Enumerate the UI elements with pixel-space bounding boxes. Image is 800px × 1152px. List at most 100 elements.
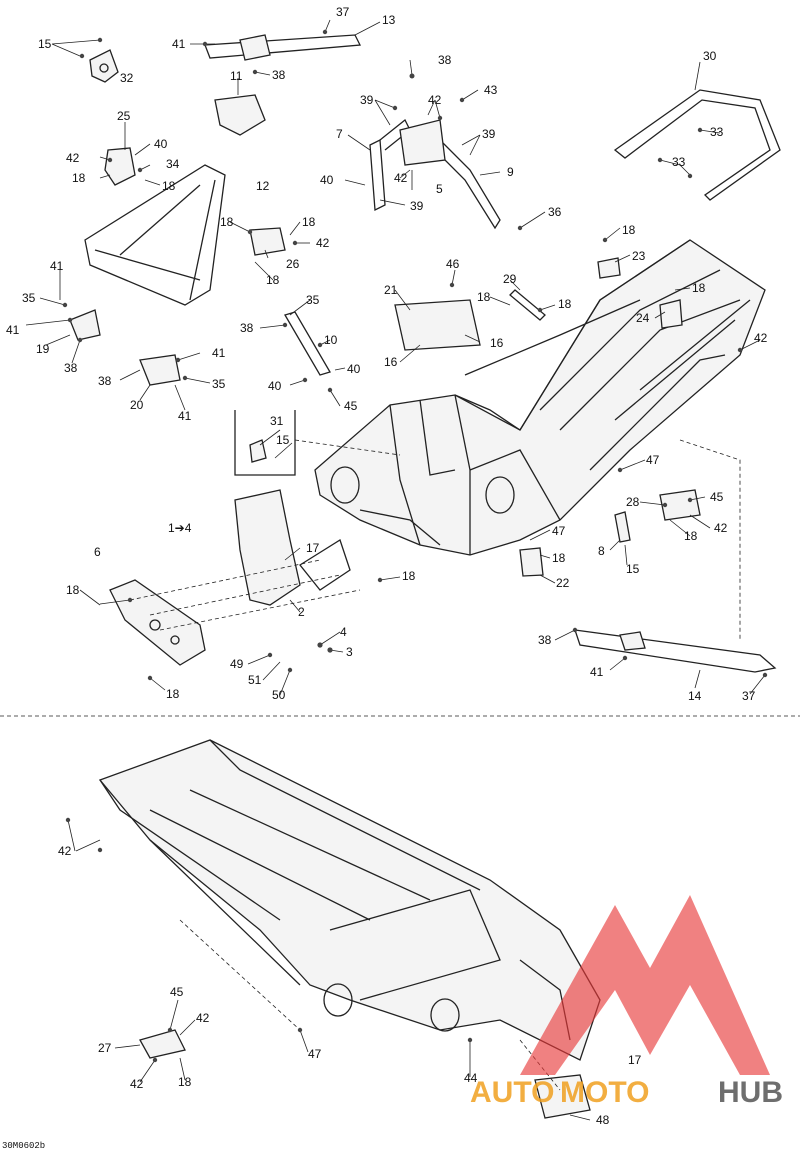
callout-18: 18: [72, 171, 86, 185]
dash-line-1: [129, 559, 321, 601]
callout-16: 16: [490, 336, 504, 350]
column-bracket-25: [104, 147, 136, 186]
callout-44: 44: [464, 1071, 478, 1085]
callout-24: 24: [636, 311, 650, 325]
callout-34: 34: [166, 157, 180, 171]
mount-26: [249, 227, 286, 256]
callout-41d: 41: [212, 346, 226, 360]
logo-text-auto: AUTO: [470, 1076, 554, 1109]
callout-labels: 15 32 41 37 13 38 11 38 39 42 43 7 39 9 …: [6, 5, 768, 1127]
plate-6: [109, 579, 206, 666]
bracket-19: [69, 309, 101, 341]
rod-14: [574, 629, 777, 673]
callout-4: 4: [340, 625, 347, 639]
callout-8: 8: [598, 544, 605, 558]
callout-17b: 17: [628, 1053, 642, 1067]
callout-45c: 45: [170, 985, 184, 999]
callout-40: 40: [320, 173, 334, 187]
callout-39b: 39: [482, 127, 496, 141]
dash-line-bottom: [179, 919, 301, 1031]
callout-16b: 16: [384, 355, 398, 369]
callout-38d: 38: [98, 374, 112, 388]
dash-line-bottom-2: [519, 1039, 561, 1091]
callout-39c: 39: [410, 199, 424, 213]
callout-20: 20: [130, 398, 144, 412]
callout-14: 14: [688, 689, 702, 703]
callout-22: 22: [556, 576, 570, 590]
callout-47b: 47: [552, 524, 566, 538]
callout-40d: 40: [268, 379, 282, 393]
plate-8: [614, 511, 631, 543]
callout-51: 51: [248, 673, 262, 687]
callout-29: 29: [503, 272, 517, 286]
callout-18m: 18: [402, 569, 416, 583]
callout-15c: 15: [626, 562, 640, 576]
bracket-32: [89, 49, 119, 83]
callout-26: 26: [286, 257, 300, 271]
callout-17: 17: [306, 541, 320, 555]
callout-37b: 37: [742, 689, 756, 703]
callout-45: 45: [344, 399, 358, 413]
mount-28: [659, 489, 701, 521]
callout-32: 32: [120, 71, 134, 85]
callout-42b: 42: [394, 171, 408, 185]
callout-47c: 47: [308, 1047, 322, 1061]
callout-6: 6: [94, 545, 101, 559]
skid-plate-48: [534, 1074, 591, 1119]
callout-18j: 18: [684, 529, 698, 543]
callout-33: 33: [710, 125, 724, 139]
callout-18o: 18: [178, 1075, 192, 1089]
callout-46: 46: [446, 257, 460, 271]
callout-28: 28: [626, 495, 640, 509]
callout-3: 3: [346, 645, 353, 659]
callout-38c: 38: [64, 361, 78, 375]
callout-30: 30: [703, 49, 717, 63]
callout-41c: 41: [6, 323, 20, 337]
callout-18g: 18: [558, 297, 572, 311]
rod-10: [284, 311, 331, 376]
callout-9: 9: [507, 165, 514, 179]
automotohub-logo: AUTO MOTO HUB: [470, 895, 783, 1109]
logo-text-hub: HUB: [718, 1076, 783, 1109]
bracket-24: [659, 299, 683, 329]
callout-40b: 40: [154, 137, 168, 151]
callout-43: 43: [484, 83, 498, 97]
logo-text-moto: MOTO: [560, 1076, 649, 1109]
main-frame-assembly: [314, 239, 766, 556]
callout-18l: 18: [66, 583, 80, 597]
callout-42: 42: [428, 93, 442, 107]
callout-18h: 18: [622, 223, 636, 237]
callout-48: 48: [596, 1113, 610, 1127]
callout-38b: 38: [438, 53, 452, 67]
callout-18f: 18: [477, 290, 491, 304]
callout-42h: 42: [196, 1011, 210, 1025]
callout-21: 21: [384, 283, 398, 297]
mount-27: [139, 1029, 186, 1059]
callout-41b: 41: [50, 259, 64, 273]
callout-38e: 38: [240, 321, 254, 335]
callout-18b: 18: [162, 179, 176, 193]
bracket-11: [214, 94, 266, 136]
callout-45b: 45: [710, 490, 724, 504]
bracket-21: [394, 299, 481, 351]
callout-42f: 42: [714, 521, 728, 535]
callout-23: 23: [632, 249, 646, 263]
bumper-30: [613, 89, 781, 201]
bracket-23: [597, 257, 621, 279]
callout-27: 27: [98, 1041, 112, 1055]
bracket-20: [139, 354, 181, 386]
callout-18k: 18: [552, 551, 566, 565]
bracket-17: [234, 489, 351, 606]
callout-35b: 35: [212, 377, 226, 391]
callout-37: 37: [336, 5, 350, 19]
callout-5: 5: [436, 182, 443, 196]
bracket-5: [399, 119, 446, 166]
dash-line-3: [159, 589, 361, 631]
figure-code: 30M0602b: [2, 1141, 45, 1151]
callout-36: 36: [548, 205, 562, 219]
fasteners: [62, 29, 768, 1063]
leader-lines: [25, 19, 766, 1121]
callout-19: 19: [36, 342, 50, 356]
callout-42d: 42: [316, 236, 330, 250]
